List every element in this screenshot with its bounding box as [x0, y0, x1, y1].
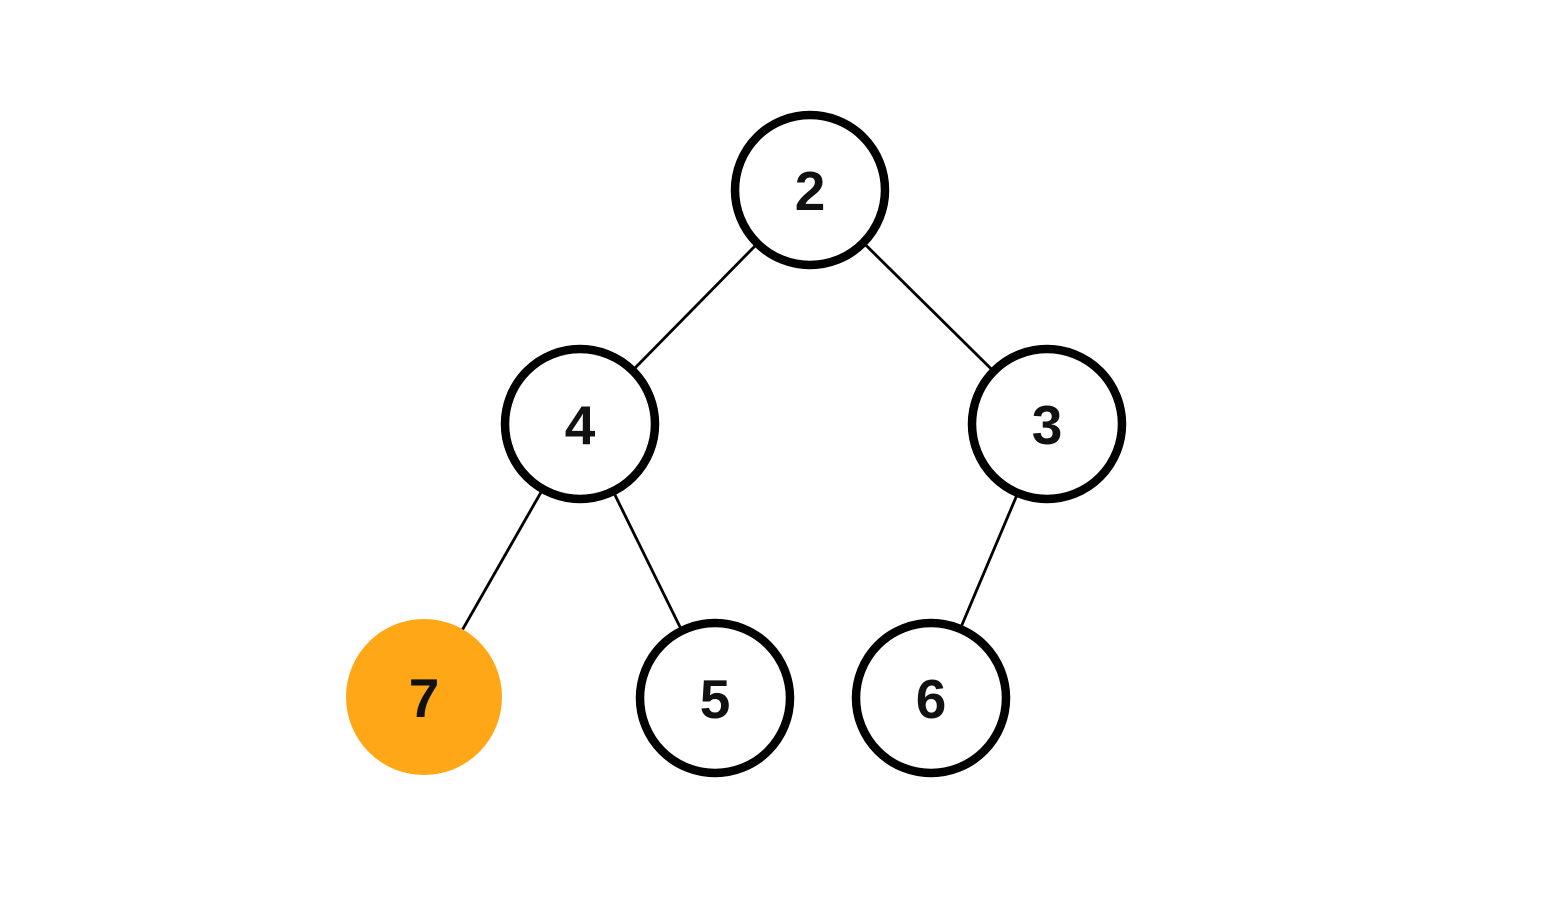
- tree-node-6[interactable]: 6: [851, 618, 1011, 778]
- tree-node-4[interactable]: 4: [500, 344, 660, 504]
- node-circle-7[interactable]: [346, 619, 502, 775]
- node-circle-6[interactable]: [851, 618, 1011, 778]
- node-circle-5[interactable]: [635, 618, 795, 778]
- node-label-5: 5: [700, 668, 731, 730]
- tree-node-2[interactable]: 2: [730, 110, 890, 270]
- tree-node-3[interactable]: 3: [967, 344, 1127, 504]
- tree-node-5[interactable]: 5: [635, 618, 795, 778]
- tree-node-7-highlighted[interactable]: 7: [346, 619, 502, 775]
- node-circle-3[interactable]: [967, 344, 1127, 504]
- node-circle-2[interactable]: [730, 110, 890, 270]
- node-label-6: 6: [916, 668, 947, 730]
- node-label-4: 4: [565, 394, 596, 456]
- node-label-3: 3: [1032, 394, 1063, 456]
- node-label-2: 2: [795, 160, 826, 222]
- node-label-7: 7: [409, 667, 440, 729]
- node-circle-4[interactable]: [500, 344, 660, 504]
